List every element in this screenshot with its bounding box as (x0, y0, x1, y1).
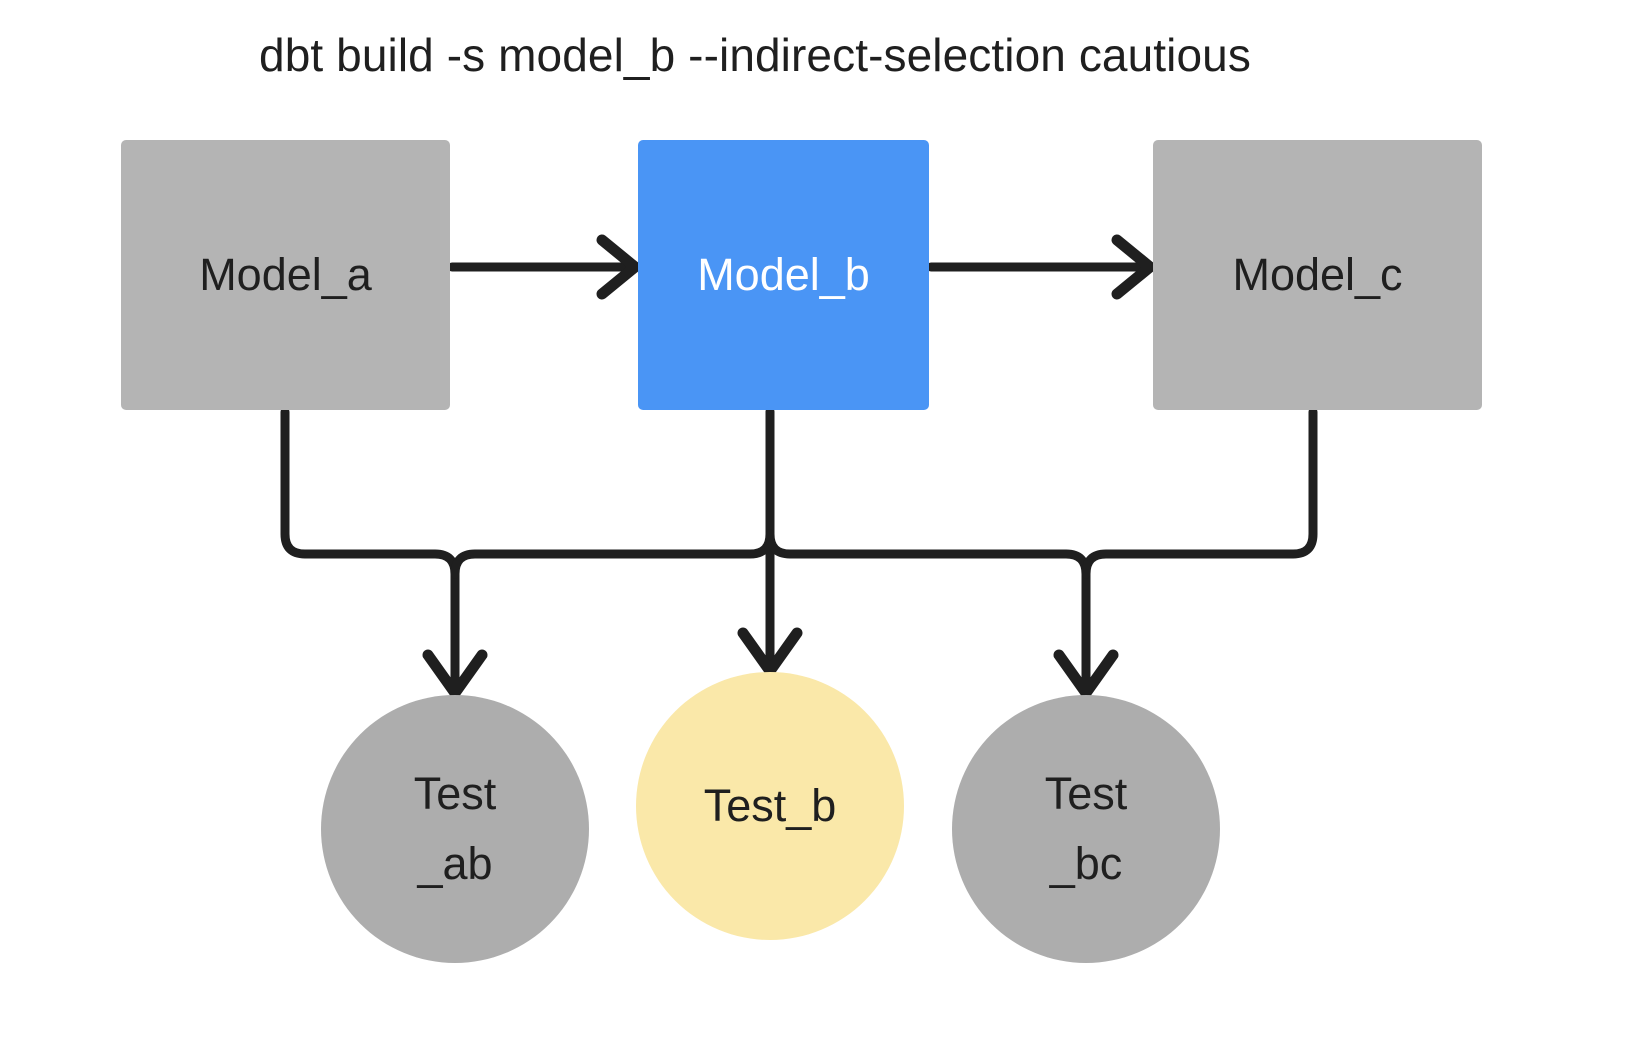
node-model-a[interactable]: Model_a (121, 140, 450, 410)
edge-model-b-to-test-bc (765, 529, 1119, 699)
edge-model-b-to-model-c (926, 234, 1156, 300)
edge-model-b-to-test-b (737, 407, 803, 677)
node-test-ab[interactable]: Test _ab (321, 695, 589, 963)
node-model-b-label: Model_b (697, 249, 870, 301)
edge-model-b-to-test-ab (450, 407, 775, 579)
node-test-bc-label-line2: _bc (1049, 838, 1123, 889)
node-test-b[interactable]: Test_b (636, 672, 904, 940)
diagram-title: dbt build -s model_b --indirect-selectio… (259, 29, 1251, 81)
edge-model-c-to-test-bc (1081, 407, 1318, 579)
node-model-c[interactable]: Model_c (1153, 140, 1482, 410)
node-test-ab-label-line1: Test (413, 768, 497, 820)
node-test-bc-label-line1: Test (1044, 768, 1128, 820)
node-model-a-label: Model_a (199, 249, 372, 301)
node-test-b-label-line1: Test_b (703, 780, 837, 832)
node-test-ab-label-line2: _ab (417, 838, 493, 889)
node-test-bc[interactable]: Test _bc (952, 695, 1220, 963)
node-model-b[interactable]: Model_b (638, 140, 929, 410)
edge-model-a-to-model-b (447, 234, 641, 300)
edge-model-a-to-test-ab (280, 407, 488, 699)
node-model-c-label: Model_c (1232, 249, 1403, 301)
